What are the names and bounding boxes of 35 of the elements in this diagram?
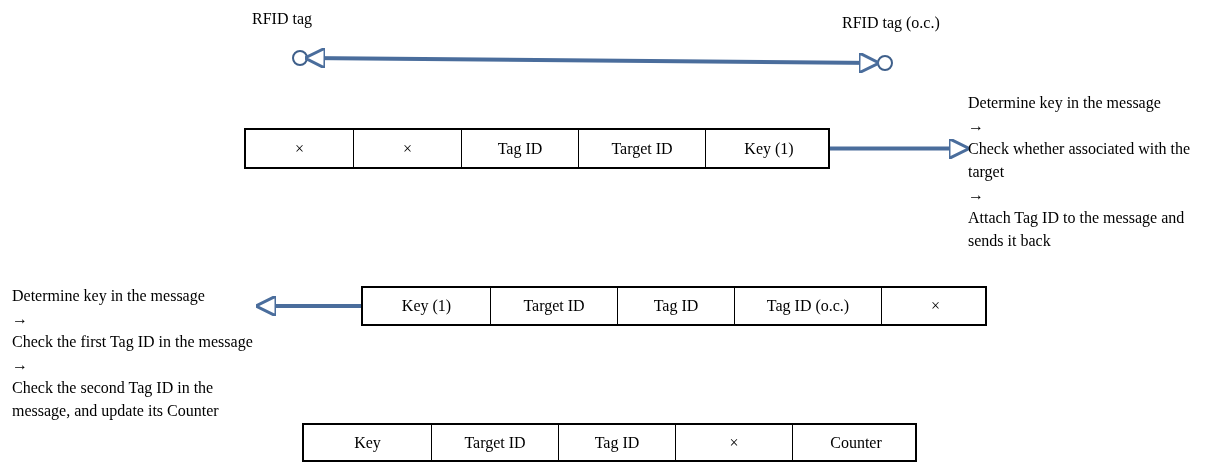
- message-frame: [302, 423, 917, 462]
- arrow-symbol: →: [968, 185, 985, 205]
- tag-label: RFID tag (o.c.): [842, 14, 940, 31]
- message-field: Tag ID: [618, 288, 735, 324]
- step-text: Check the second Tag ID in the message, and update its Counter: [12, 378, 220, 422]
- arrow-symbol: →: [968, 116, 985, 136]
- step-text: Attach Tag ID to the message and sends it back: [968, 208, 1186, 251]
- message-field: Tag ID: [462, 130, 579, 167]
- message-frame: [361, 286, 987, 326]
- message-field: Target ID: [579, 130, 706, 167]
- message-frame: [244, 128, 830, 169]
- tag-label: RFID tag: [252, 10, 312, 27]
- tag-circle: [292, 50, 308, 66]
- message-field: Target ID: [491, 288, 618, 324]
- arrow-symbol: →: [12, 309, 29, 329]
- message-field: ×: [676, 425, 793, 460]
- message-field: Key (1): [706, 130, 832, 167]
- message-field: Tag ID: [559, 425, 676, 460]
- message-field: Tag ID (o.c.): [735, 288, 882, 324]
- message-field: Target ID: [432, 425, 559, 460]
- message-field: Counter: [793, 425, 919, 460]
- message-field: ×: [246, 130, 354, 167]
- tag-circle: [877, 55, 893, 71]
- block-arrow: [830, 137, 971, 160]
- message-field: Key (1): [363, 288, 491, 324]
- step-text: Determine key in the message: [12, 286, 206, 307]
- message-field: Key: [304, 425, 432, 460]
- block-arrow: [303, 46, 881, 75]
- step-text: Determine key in the message: [968, 93, 1162, 114]
- arrow-symbol: →: [12, 355, 29, 375]
- message-field: ×: [882, 288, 989, 324]
- block-arrow: [254, 294, 361, 318]
- message-field: ×: [354, 130, 462, 167]
- step-text: Check whether associated with the target: [968, 139, 1192, 183]
- step-text: Check the first Tag ID in the message: [12, 332, 254, 353]
